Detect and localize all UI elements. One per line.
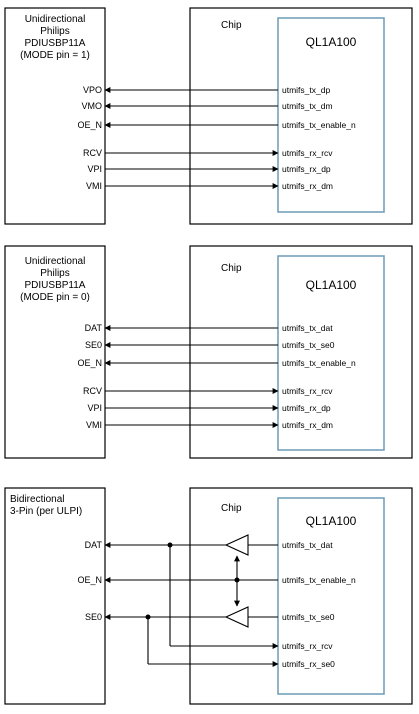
pin-label: VMI xyxy=(86,420,102,430)
tx-dat-buffer xyxy=(224,534,249,556)
net-label: utmifs_rx_dm xyxy=(282,420,333,430)
header-line: Philips xyxy=(40,268,69,279)
net-label: utmifs_rx_dp xyxy=(282,403,331,413)
tx-se0-buffer xyxy=(224,606,249,628)
header-line: PDIUSBP11A xyxy=(25,38,86,49)
core-box xyxy=(277,255,385,451)
pin-label: RCV xyxy=(83,148,102,158)
header-line: Unidirectional xyxy=(25,14,86,25)
header-line: Unidirectional xyxy=(25,256,86,267)
net-label: utmifs_tx_se0 xyxy=(282,612,335,622)
pin-label: VPO xyxy=(83,85,102,95)
core-label: QL1A100 xyxy=(306,514,357,528)
panel-3: Bidirectional 3-Pin (per ULPI) Chip QL1A… xyxy=(4,487,413,705)
net-label: utmifs_rx_dm xyxy=(282,181,333,191)
core-label: QL1A100 xyxy=(306,35,357,49)
net-label: utmifs_tx_dp xyxy=(282,85,330,95)
net-label: utmifs_rx_dp xyxy=(282,164,331,174)
net-label: utmifs_rx_rcv xyxy=(282,641,333,651)
transceiver-box xyxy=(4,245,106,459)
pin-label-se0: SE0 xyxy=(85,612,102,622)
header-line: (MODE pin = 1) xyxy=(20,50,90,61)
core-label: QL1A100 xyxy=(306,278,357,292)
core-box xyxy=(277,17,385,213)
panel-1: Unidirectional Philips PDIUSBP11A (MODE … xyxy=(4,7,413,225)
pin-label: VPI xyxy=(87,164,102,174)
chip-box xyxy=(189,487,413,705)
pin-label: SE0 xyxy=(85,340,102,350)
net-label: utmifs_tx_dat xyxy=(282,323,333,333)
pin-label-oe-n: OE_N xyxy=(77,575,102,585)
header-line: (MODE pin = 0) xyxy=(20,292,90,303)
net-label: utmifs_tx_dat xyxy=(282,540,333,550)
net-label: utmifs_rx_se0 xyxy=(282,659,335,669)
net-label: utmifs_tx_enable_n xyxy=(282,575,356,585)
pin-label: OE_N xyxy=(77,120,102,130)
core-box xyxy=(277,497,385,695)
pin-label: OE_N xyxy=(77,358,102,368)
header-line: 3-Pin (per ULPI) xyxy=(10,506,82,517)
chip-box xyxy=(189,245,413,459)
header-line: Philips xyxy=(40,26,69,37)
chip-label: Chip xyxy=(221,503,242,514)
net-label: utmifs_rx_rcv xyxy=(282,386,333,396)
chip-box xyxy=(189,7,413,225)
pin-label-dat: DAT xyxy=(85,540,103,550)
net-label: utmifs_tx_enable_n xyxy=(282,358,356,368)
header-line: PDIUSBP11A xyxy=(25,280,86,291)
pin-label: DAT xyxy=(85,323,103,333)
chip-label: Chip xyxy=(221,20,242,31)
pin-label: RCV xyxy=(83,386,102,396)
pin-label: VPI xyxy=(87,403,102,413)
net-label: utmifs_tx_enable_n xyxy=(282,120,356,130)
net-label: utmifs_tx_se0 xyxy=(282,340,335,350)
pin-label: VMI xyxy=(86,181,102,191)
transceiver-box xyxy=(4,487,106,705)
transceiver-box xyxy=(4,7,106,225)
net-label: utmifs_tx_dm xyxy=(282,101,333,111)
header-line: Bidirectional xyxy=(10,494,64,505)
pin-label: VMO xyxy=(81,101,102,111)
net-label: utmifs_rx_rcv xyxy=(282,148,333,158)
panel-2: Unidirectional Philips PDIUSBP11A (MODE … xyxy=(4,245,413,459)
chip-label: Chip xyxy=(221,263,242,274)
